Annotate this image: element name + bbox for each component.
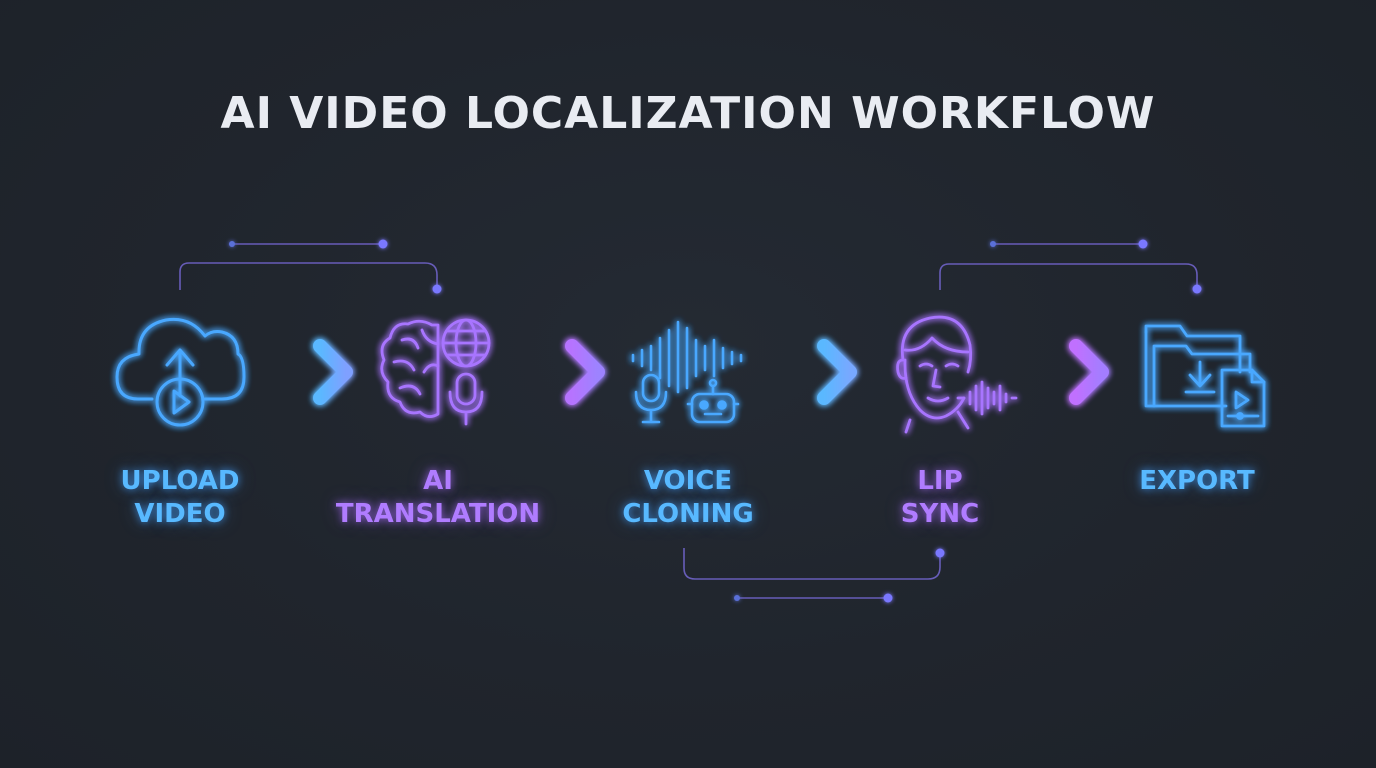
brain-globe-microphone-icon xyxy=(380,318,491,426)
step-label-ai-translation: AI TRANSLATION xyxy=(308,465,568,531)
step-label-lip-sync: LIP SYNC xyxy=(810,465,1070,531)
face-soundwave-icon xyxy=(896,315,1018,434)
step-label-line: TRANSLATION xyxy=(335,499,541,529)
step-label-line: LIP xyxy=(917,466,963,496)
arrow-1 xyxy=(261,339,353,405)
arrow-4 xyxy=(1017,339,1109,405)
connector-top-right xyxy=(939,243,1198,290)
arrow-2 xyxy=(513,339,605,405)
step-label-line: VIDEO xyxy=(134,499,226,529)
step-label-export: EXPORT xyxy=(1067,465,1327,498)
arrow-3 xyxy=(765,339,857,405)
step-label-voice-cloning: VOICE CLONING xyxy=(558,465,818,531)
diagram-title: AI VIDEO LOCALIZATION WORKFLOW xyxy=(220,88,1156,139)
connector-top-left xyxy=(179,243,438,290)
step-label-line: EXPORT xyxy=(1139,466,1255,496)
step-label-line: UPLOAD xyxy=(120,466,240,496)
soundwave-microphone-robot-icon xyxy=(631,320,743,424)
step-label-upload-video: UPLOAD VIDEO xyxy=(50,465,310,531)
step-label-line: AI xyxy=(423,466,453,496)
folder-download-video-file-icon xyxy=(1144,324,1266,428)
cloud-upload-video-icon xyxy=(115,317,246,427)
connector-bottom xyxy=(683,548,941,599)
step-label-line: CLONING xyxy=(622,499,754,529)
step-label-line: SYNC xyxy=(900,499,980,529)
connector-dots xyxy=(229,239,1202,603)
step-label-line: VOICE xyxy=(643,466,733,496)
